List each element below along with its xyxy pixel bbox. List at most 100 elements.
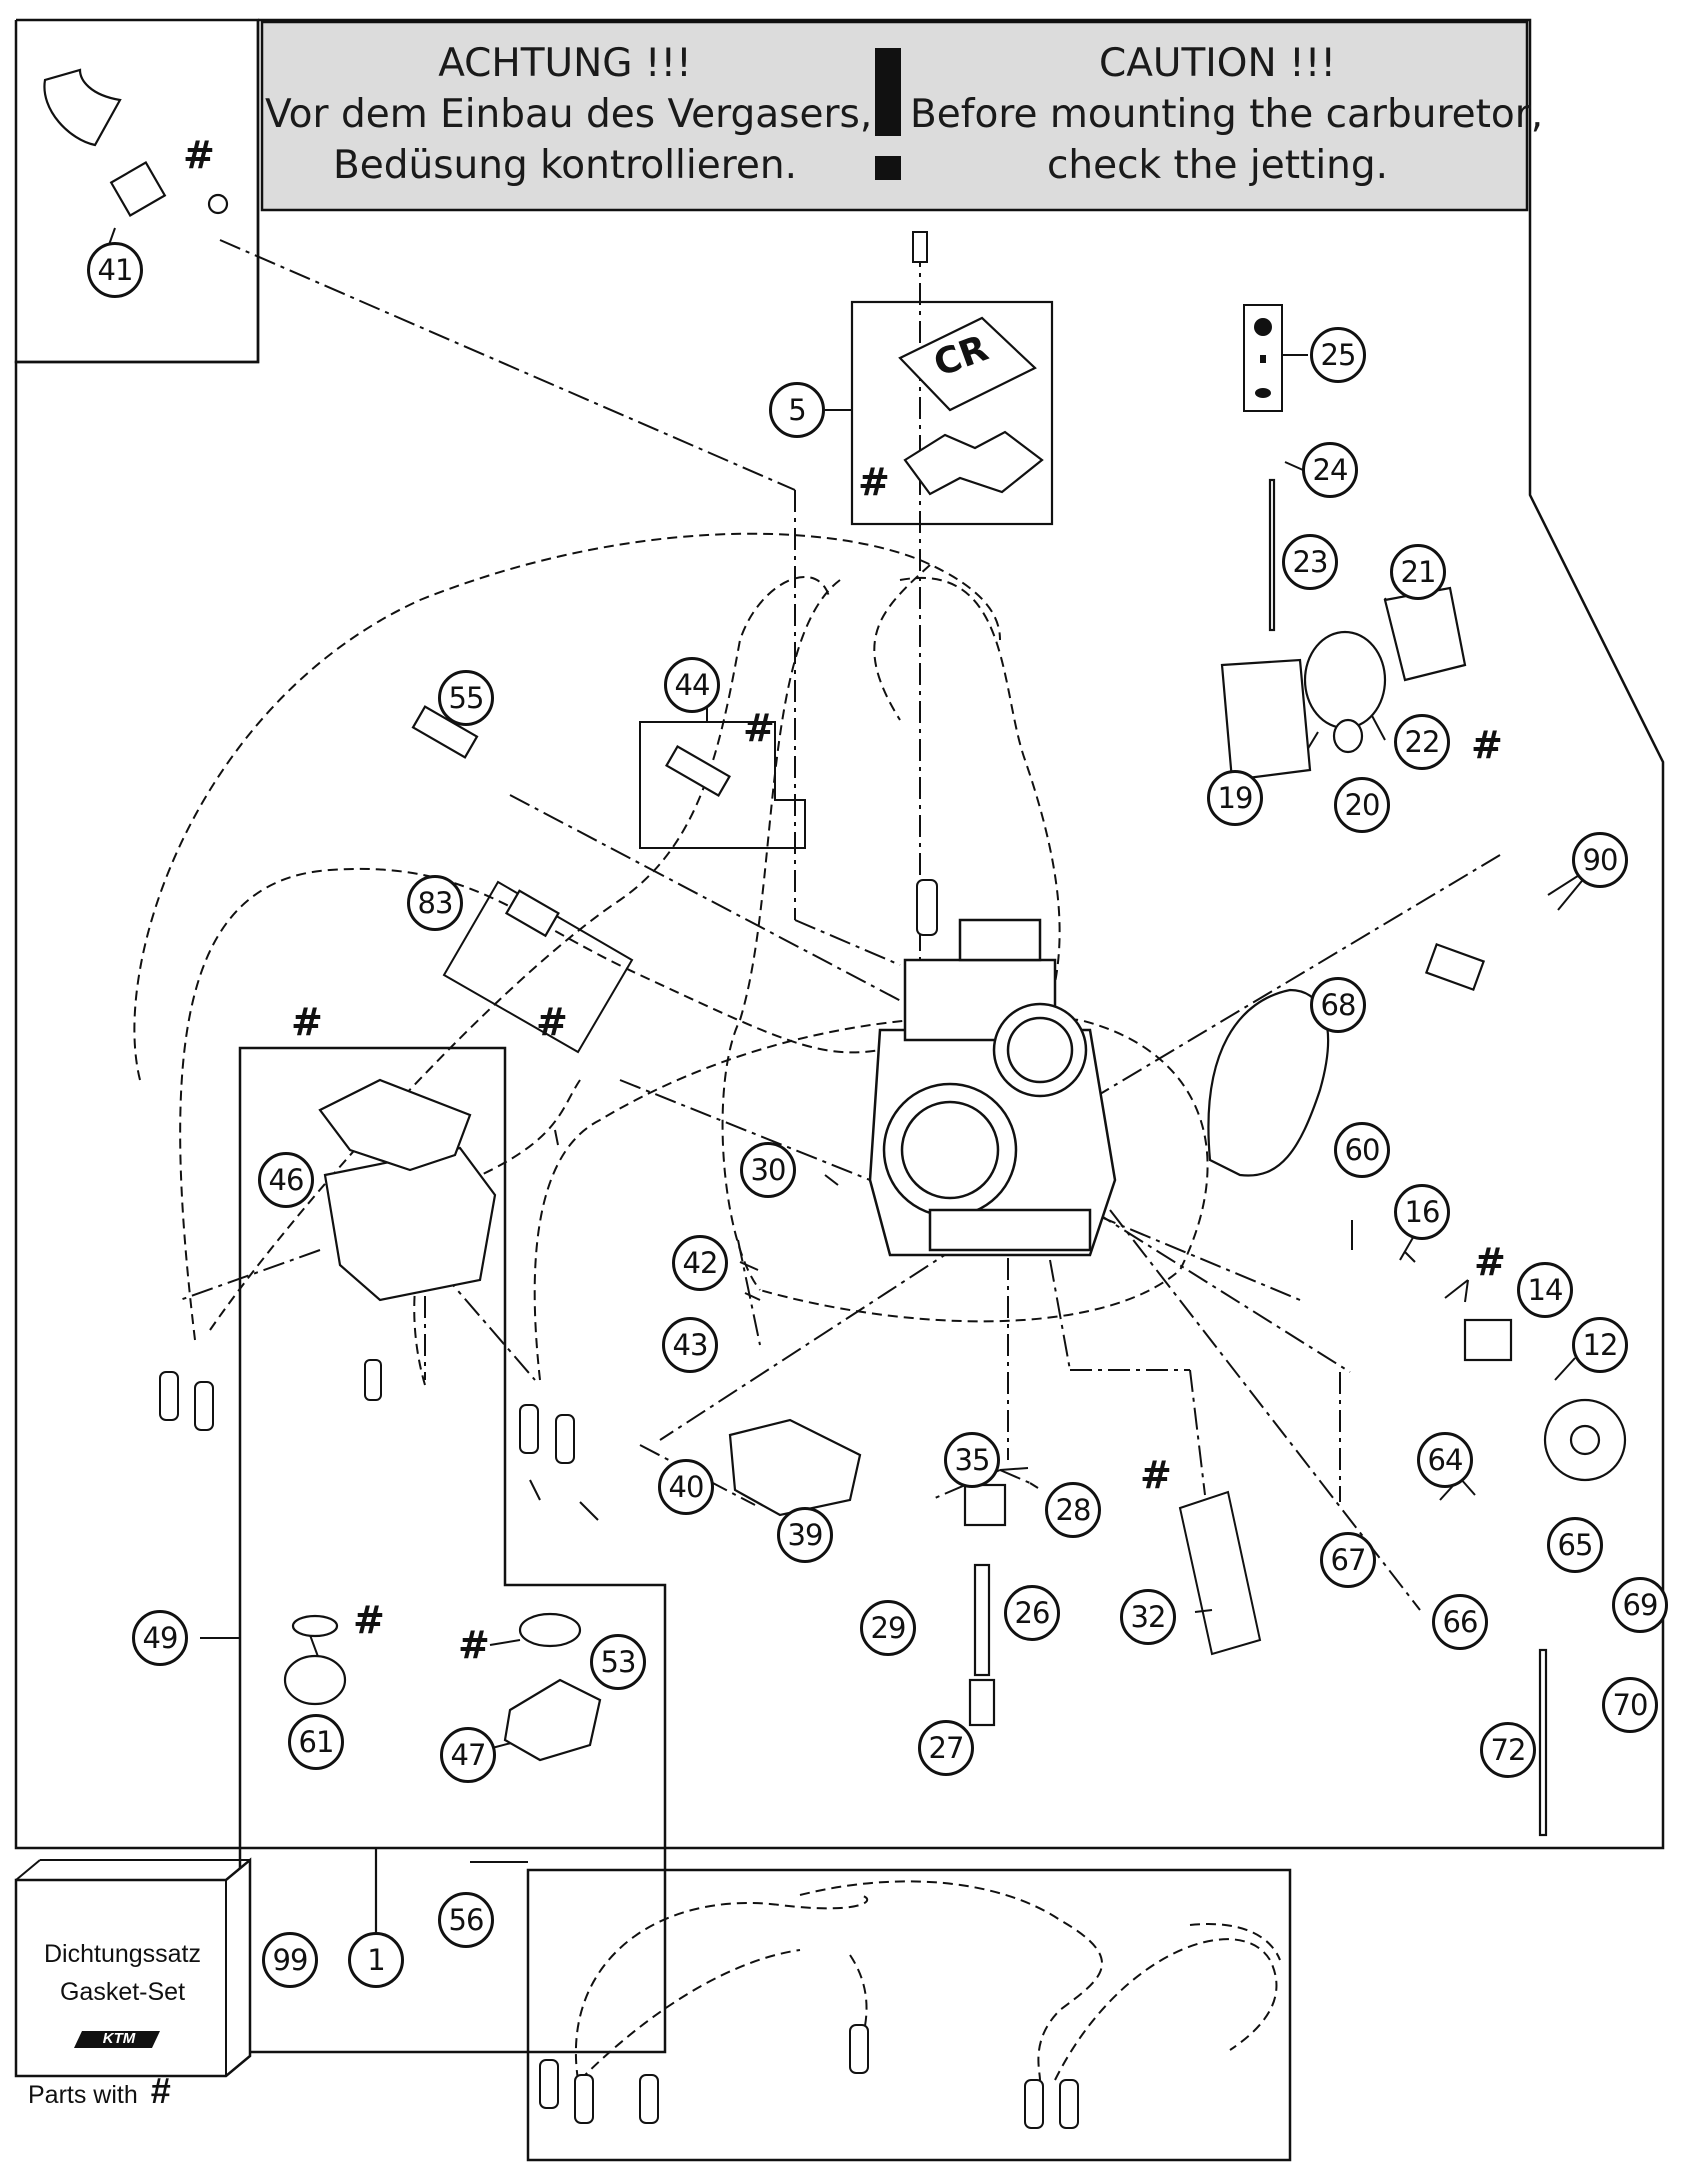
callout-47: 47	[440, 1727, 496, 1783]
exclamation-bar	[875, 48, 901, 136]
callout-60: 60	[1334, 1122, 1390, 1178]
hash-marker-5: #	[291, 1000, 323, 1044]
part-20-washer	[1332, 718, 1364, 754]
callout-19: 19	[1207, 770, 1263, 826]
callout-5: 5	[769, 382, 825, 438]
callout-90: 90	[1572, 832, 1628, 888]
callout-30: 30	[740, 1142, 796, 1198]
part-5-lid	[898, 316, 1044, 496]
caution-line2-german: Bedüsung kontrollieren.	[332, 143, 798, 188]
caution-line2-english: check the jetting.	[1046, 143, 1389, 188]
callout-39: 39	[777, 1507, 833, 1563]
callout-43: 43	[662, 1317, 718, 1373]
ktm-logo	[74, 2031, 160, 2048]
callout-66: 66	[1432, 1594, 1488, 1650]
part-27-jet	[968, 1678, 996, 1727]
callout-72: 72	[1480, 1722, 1536, 1778]
callout-16: 16	[1394, 1184, 1450, 1240]
hash-marker-3: #	[743, 706, 775, 750]
hash-marker-8: #	[458, 1623, 490, 1667]
callout-21: 21	[1390, 544, 1446, 600]
callout-26: 26	[1004, 1585, 1060, 1641]
part-61-plug	[283, 1654, 347, 1706]
hash-marker-2: #	[858, 460, 890, 504]
part-21-cover	[1383, 586, 1467, 682]
float-bowl-gasket	[318, 1078, 472, 1172]
callout-23: 23	[1282, 534, 1338, 590]
part-23-pin	[1268, 478, 1276, 632]
part-39-float	[728, 1418, 862, 1517]
callout-46: 46	[258, 1152, 314, 1208]
part-26-needle	[973, 1563, 991, 1677]
part-56-box	[526, 1868, 1292, 2162]
hash-marker-7: #	[353, 1598, 385, 1642]
part-44-box	[639, 721, 806, 849]
hash-marker-10: #	[1474, 1240, 1506, 1284]
part-90-clip	[1424, 942, 1486, 992]
callout-99: 99	[262, 1932, 318, 1988]
parts-with-label: Parts with	[28, 2081, 138, 2109]
part-5-box	[850, 300, 1054, 526]
gasket-set-label-de: Dichtungssatz	[43, 1940, 202, 1968]
callout-70: 70	[1602, 1677, 1658, 1733]
hash-marker-6: #	[536, 1000, 568, 1044]
callout-67: 67	[1320, 1532, 1376, 1588]
callout-56: 56	[438, 1892, 494, 1948]
part-53-cap	[518, 1612, 582, 1648]
callout-24: 24	[1302, 442, 1358, 498]
callout-28: 28	[1045, 1482, 1101, 1538]
gasket-set-parts-with: Parts with #	[28, 2070, 228, 2112]
callout-25: 25	[1310, 327, 1366, 383]
callout-20: 20	[1334, 777, 1390, 833]
exclamation-dot	[875, 156, 901, 180]
part-14-spring	[1463, 1318, 1513, 1362]
caution-text-german: ACHTUNG !!! Vor dem Einbau des Vergasers…	[265, 38, 873, 191]
caution-line1-english: Before mounting the carburetor,	[910, 92, 1544, 137]
callout-1: 1	[348, 1932, 404, 1988]
part-35-nut	[963, 1483, 1007, 1527]
float-bowl	[323, 1146, 497, 1302]
callout-42: 42	[672, 1235, 728, 1291]
part-32-box	[1178, 1490, 1262, 1656]
callout-65: 65	[1547, 1517, 1603, 1573]
callout-41: 41	[87, 242, 143, 298]
callout-69: 69	[1612, 1577, 1668, 1633]
callout-55: 55	[438, 670, 494, 726]
assembly-outline	[14, 18, 1665, 1850]
callout-29: 29	[860, 1600, 916, 1656]
callout-12: 12	[1572, 1317, 1628, 1373]
part-19-housing	[1220, 658, 1312, 782]
callout-44: 44	[664, 657, 720, 713]
callout-64: 64	[1417, 1432, 1473, 1488]
part-47-pump	[503, 1678, 602, 1762]
hash-marker-9: #	[1140, 1453, 1172, 1497]
gasket-set-brand: KTM	[102, 2030, 136, 2047]
caution-title-english: CAUTION !!!	[1099, 41, 1336, 86]
caution-line1-german: Vor dem Einbau des Vergasers,	[265, 92, 873, 137]
part-41-fitting	[43, 68, 122, 147]
carburetor-body	[868, 918, 1117, 1257]
hash-marker-1: #	[183, 133, 215, 177]
caution-title-german: ACHTUNG !!!	[438, 41, 692, 86]
callout-14: 14	[1517, 1262, 1573, 1318]
callout-83: 83	[407, 875, 463, 931]
gasket-set-label-en: Gasket-Set	[59, 1978, 186, 2006]
inset-41-outline	[14, 18, 260, 364]
callout-22: 22	[1394, 714, 1450, 770]
callout-53: 53	[590, 1634, 646, 1690]
callout-35: 35	[944, 1432, 1000, 1488]
parts-with-hash: #	[150, 2070, 171, 2111]
callout-40: 40	[658, 1459, 714, 1515]
part-83-screw	[504, 889, 560, 938]
callout-27: 27	[918, 1720, 974, 1776]
part-83-box	[442, 880, 634, 1054]
part-25-box	[1243, 304, 1283, 412]
callout-61: 61	[288, 1714, 344, 1770]
part-22-ring	[1303, 630, 1387, 730]
caution-text-english: CAUTION !!! Before mounting the carburet…	[910, 38, 1544, 191]
part-72-rod	[1538, 1648, 1548, 1837]
callout-49: 49	[132, 1610, 188, 1666]
part-44-screw	[665, 744, 731, 798]
callout-32: 32	[1120, 1589, 1176, 1645]
